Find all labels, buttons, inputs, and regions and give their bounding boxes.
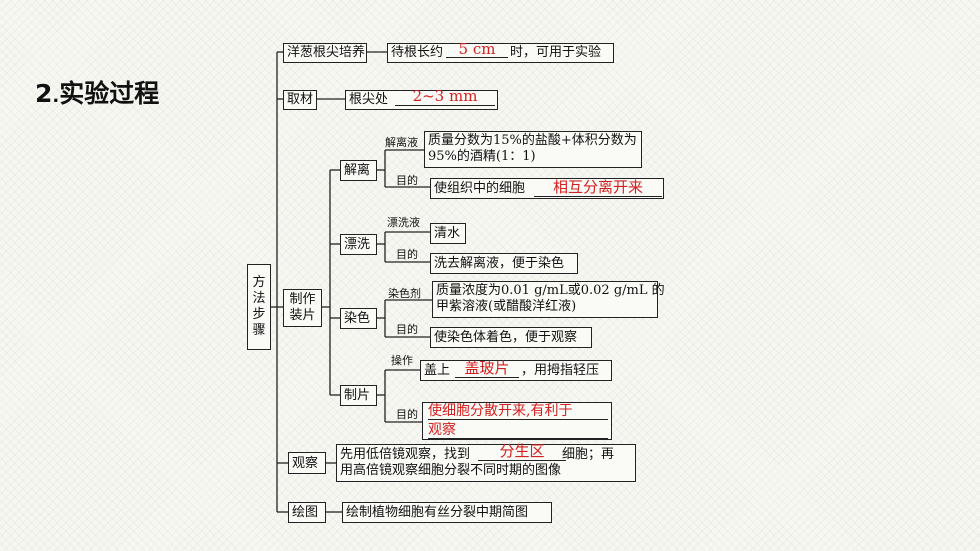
zhipian-op-label: 操作 (391, 354, 413, 367)
ranse-purpose-text: 使染色体着色，便于观察 (434, 330, 578, 345)
guancha-text-post: 细胞；再 (562, 447, 615, 462)
yangcong-post: 时，可用于实验 (510, 45, 602, 60)
piaoxi-purpose-box: 洗去解离液，便于染色 (430, 253, 578, 274)
huitu-label: 绘图 (292, 505, 319, 520)
yangcong-blank: 5 cm (446, 42, 508, 58)
zhipian-purpose-blank-2: 观察 (428, 423, 608, 439)
ranse-purpose-label: 目的 (396, 323, 418, 336)
huitu-text: 绘制植物细胞有丝分裂中期简图 (346, 505, 529, 520)
root-box: 方法步骤 (247, 264, 271, 350)
qucai-box: 取材 (283, 90, 317, 110)
zhipian-op-box: 盖上 (420, 360, 612, 381)
zhipian-purpose-box (422, 402, 612, 440)
piaoxi-purpose-text: 洗去解离液，便于染色 (434, 256, 565, 271)
yangcong-pre: 待根长约 (391, 45, 444, 60)
piaoxi-purpose-label: 目的 (396, 248, 418, 261)
piaoxi-liquid-text: 清水 (434, 226, 461, 241)
zhipian-purpose-blank-1: 使细胞分散开来,有利于 (428, 404, 608, 420)
zhipian-label: 制片 (344, 388, 371, 403)
ranse-label: 染色 (344, 311, 371, 326)
ranse-agent-text-1: 质量浓度为0.01 g/mL或0.02 g/mL 的 (436, 283, 665, 298)
jieli-label: 解离 (344, 163, 371, 178)
qucai-label: 取材 (287, 92, 314, 107)
root-label: 方法步骤 (252, 275, 266, 338)
huitu-box: 绘图 (288, 502, 326, 523)
piaoxi-box: 漂洗 (340, 234, 377, 255)
ranse-purpose-box: 使染色体着色，便于观察 (430, 327, 592, 348)
zhipian-op-blank: 盖玻片 (455, 361, 519, 378)
ranse-agent-box: 质量浓度为0.01 g/mL或0.02 g/mL 的 甲紫溶液(或醋酸洋红液) (432, 281, 665, 318)
jieli-liquid-text-1: 质量分数为15%的盐酸+体积分数为 (428, 133, 637, 148)
qucai-pre: 根尖处 (349, 92, 389, 107)
yangcong-desc-box: 待根长约 (387, 43, 614, 63)
ranse-agent-label: 染色剂 (388, 287, 421, 300)
heading-title: 实验过程 (59, 79, 160, 108)
jieli-liquid-label: 解离液 (385, 136, 418, 149)
guancha-box: 观察 (288, 452, 326, 474)
heading-number: 2 (35, 79, 53, 108)
guancha-desc-box: 先用低倍镜观察，找到 细胞；再 用高倍镜观察细胞分裂不同时期的图像 (336, 444, 636, 482)
jieli-liquid-box: 质量分数为15%的盐酸+体积分数为 95%的酒精(1：1) (424, 131, 642, 168)
jieli-liquid-text-2: 95%的酒精(1：1) (428, 149, 536, 164)
zhipian-purpose-label: 目的 (396, 408, 418, 421)
yangcong-label: 洋葱根尖培养 (287, 45, 366, 60)
qucai-blank: 2~3 mm (395, 89, 495, 106)
zhipian-op-post: ，用拇指轻压 (521, 363, 600, 378)
zhipian-op-pre: 盖上 (424, 363, 451, 378)
piaoxi-liquid-box: 清水 (430, 223, 466, 244)
yangcong-box: 洋葱根尖培养 (283, 43, 367, 63)
zhipian-box: 制片 (340, 385, 377, 406)
guancha-text-pre: 先用低倍镜观察，找到 (340, 447, 471, 462)
section-heading: 2.实验过程 (35, 74, 159, 110)
piaoxi-liquid-label: 漂洗液 (387, 216, 420, 229)
guancha-text-2: 用高倍镜观察细胞分裂不同时期的图像 (340, 463, 562, 478)
jieli-purpose-blank: 相互分离开来 (534, 180, 662, 197)
jieli-purpose-pre: 使组织中的细胞 (434, 181, 526, 196)
piaoxi-label: 漂洗 (344, 237, 371, 252)
guancha-blank: 分生区 (478, 444, 566, 461)
ranse-agent-text-2: 甲紫溶液(或醋酸洋红液) (436, 299, 577, 314)
ranse-box: 染色 (340, 308, 377, 329)
heading-dot: . (52, 86, 60, 107)
guancha-label: 观察 (292, 456, 319, 471)
zhizuo-box: 制作装片 (283, 289, 322, 327)
huitu-desc-box: 绘制植物细胞有丝分裂中期简图 (342, 502, 552, 523)
zhizuo-label: 制作装片 (289, 292, 316, 323)
jieli-box: 解离 (340, 160, 377, 181)
jieli-purpose-box: 使组织中的细胞 (430, 178, 664, 199)
jieli-purpose-label: 目的 (396, 174, 418, 187)
